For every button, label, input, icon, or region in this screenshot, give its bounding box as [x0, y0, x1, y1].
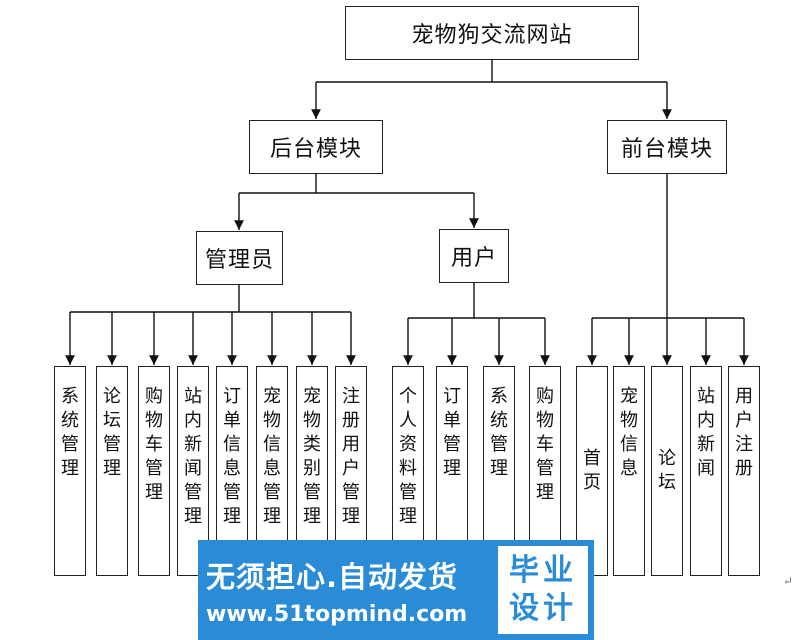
watermark-text-block: 无须担心.自动发货 www.51topmind.com [198, 540, 496, 640]
watermark-badge-line2: 设计 [509, 591, 577, 626]
watermark-badge-line1: 毕业 [509, 553, 577, 588]
front-item-label: 用户注册 [735, 386, 753, 479]
user-item-label: 系统管理 [490, 386, 508, 479]
admin-item-label: 宠物类别管理 [303, 386, 321, 527]
admin-item-label: 系统管理 [61, 386, 79, 479]
user-node: 用户 [439, 229, 509, 283]
front-item-3: 论坛 [651, 366, 683, 576]
admin-item-1: 系统管理 [54, 366, 86, 576]
backend-module-node: 后台模块 [249, 120, 383, 174]
user-item-label: 订单管理 [443, 386, 461, 479]
root-node: 宠物狗交流网站 [345, 6, 639, 60]
front-item-label: 首页 [583, 448, 601, 493]
front-item-2: 宠物信息 [613, 366, 645, 576]
admin-item-4: 站内新闻管理 [177, 366, 209, 576]
admin-node: 管理员 [196, 231, 283, 285]
user-item-label: 购物车管理 [536, 386, 554, 503]
front-item-5: 用户注册 [728, 366, 760, 576]
user-label: 用户 [450, 246, 497, 271]
admin-item-3: 购物车管理 [138, 366, 170, 576]
watermark-banner: 无须担心.自动发货 www.51topmind.com 毕业 设计 [198, 540, 594, 640]
front-item-label: 论坛 [658, 448, 676, 493]
front-item-label: 宠物信息 [620, 386, 638, 479]
paragraph-mark: ↵ [783, 574, 793, 588]
admin-item-label: 站内新闻管理 [184, 386, 202, 527]
admin-item-2: 论坛管理 [96, 366, 128, 576]
admin-item-label: 注册用户管理 [342, 386, 360, 527]
front-item-label: 站内新闻 [697, 386, 715, 479]
admin-label: 管理员 [204, 248, 274, 273]
user-item-label: 个人资料管理 [399, 386, 417, 527]
root-label: 宠物狗交流网站 [411, 23, 573, 48]
admin-item-label: 购物车管理 [145, 386, 163, 503]
watermark-badge: 毕业 设计 [498, 546, 588, 634]
admin-item-label: 宠物信息管理 [263, 386, 281, 527]
watermark-url: www.51topmind.com [206, 601, 468, 627]
frontend-module-node: 前台模块 [607, 120, 727, 174]
front-item-4: 站内新闻 [690, 366, 722, 576]
admin-item-label: 订单信息管理 [223, 386, 241, 527]
backend-module-label: 后台模块 [269, 137, 362, 162]
watermark-slogan: 无须担心.自动发货 [206, 559, 459, 594]
frontend-module-label: 前台模块 [620, 137, 713, 162]
admin-item-label: 论坛管理 [103, 386, 121, 479]
